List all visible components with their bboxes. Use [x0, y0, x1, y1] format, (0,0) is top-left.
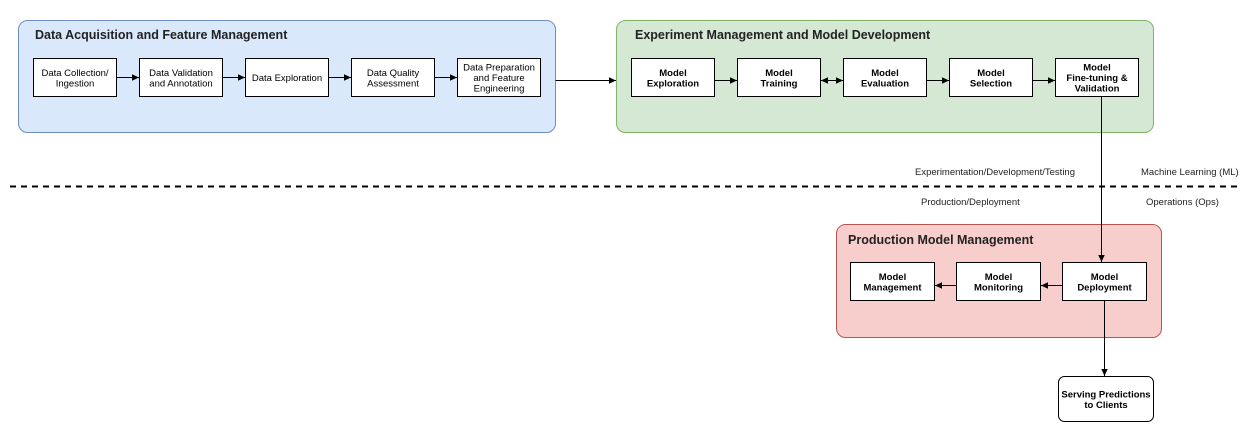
model-finetuning-line-1: Model	[1083, 63, 1110, 74]
model-management-line-1: Model	[879, 272, 906, 283]
data-collection-line-2: Ingestion	[56, 78, 95, 89]
acquisition-group-title: Data Acquisition and Feature Management	[35, 28, 288, 42]
machine-learning-label: Machine Learning (ML)	[1141, 167, 1239, 178]
data-preparation-line-2: and Feature	[473, 73, 524, 84]
model-management-line-2: Management	[863, 282, 922, 293]
model-monitoring-line-1: Model	[985, 272, 1012, 283]
model-exploration-line-2: Exploration	[647, 78, 699, 89]
data-quality-line-1: Data Quality	[367, 68, 420, 79]
model-finetuning-line-2: Fine-tuning &	[1066, 73, 1127, 84]
node-data-exploration-label: Data Exploration	[252, 73, 322, 84]
data-collection-line-1: Data Collection/	[41, 68, 108, 79]
model-selection-line-1: Model	[977, 68, 1004, 79]
operations-label: Operations (Ops)	[1146, 197, 1219, 208]
model-selection-line-2: Selection	[970, 78, 1012, 89]
data-validation-line-1: Data Validation	[149, 68, 213, 79]
model-evaluation-line-1: Model	[871, 68, 898, 79]
model-evaluation-line-2: Evaluation	[861, 78, 909, 89]
data-validation-line-2: and Annotation	[149, 78, 212, 89]
model-training-line-2: Training	[761, 78, 798, 89]
data-quality-line-2: Assessment	[367, 78, 419, 89]
node-data-exploration: Data Exploration	[245, 58, 329, 97]
model-training-line-1: Model	[765, 68, 792, 79]
production-group-title: Production Model Management	[848, 233, 1034, 247]
data-preparation-line-3: Engineering	[474, 84, 525, 95]
model-deployment-line-2: Deployment	[1077, 282, 1132, 293]
serving-predictions-line-1: Serving Predictions	[1061, 389, 1150, 400]
data-exploration-line-1: Data Exploration	[252, 73, 322, 84]
node-data-collection-label: Data Collection/Ingestion	[41, 68, 108, 90]
model-monitoring-line-2: Monitoring	[974, 282, 1023, 293]
production-deployment-label: Production/Deployment	[921, 197, 1020, 208]
model-exploration-line-1: Model	[659, 68, 686, 79]
model-finetuning-line-3: Validation	[1075, 84, 1120, 95]
model-deployment-line-1: Model	[1091, 272, 1118, 283]
experimentation-label: Experimentation/Development/Testing	[915, 167, 1075, 178]
data-preparation-line-1: Data Preparation	[463, 63, 535, 74]
node-data-collection: Data Collection/Ingestion	[33, 58, 117, 97]
serving-predictions-line-2: to Clients	[1084, 400, 1127, 411]
experiment-group-title: Experiment Management and Model Developm…	[635, 28, 931, 42]
